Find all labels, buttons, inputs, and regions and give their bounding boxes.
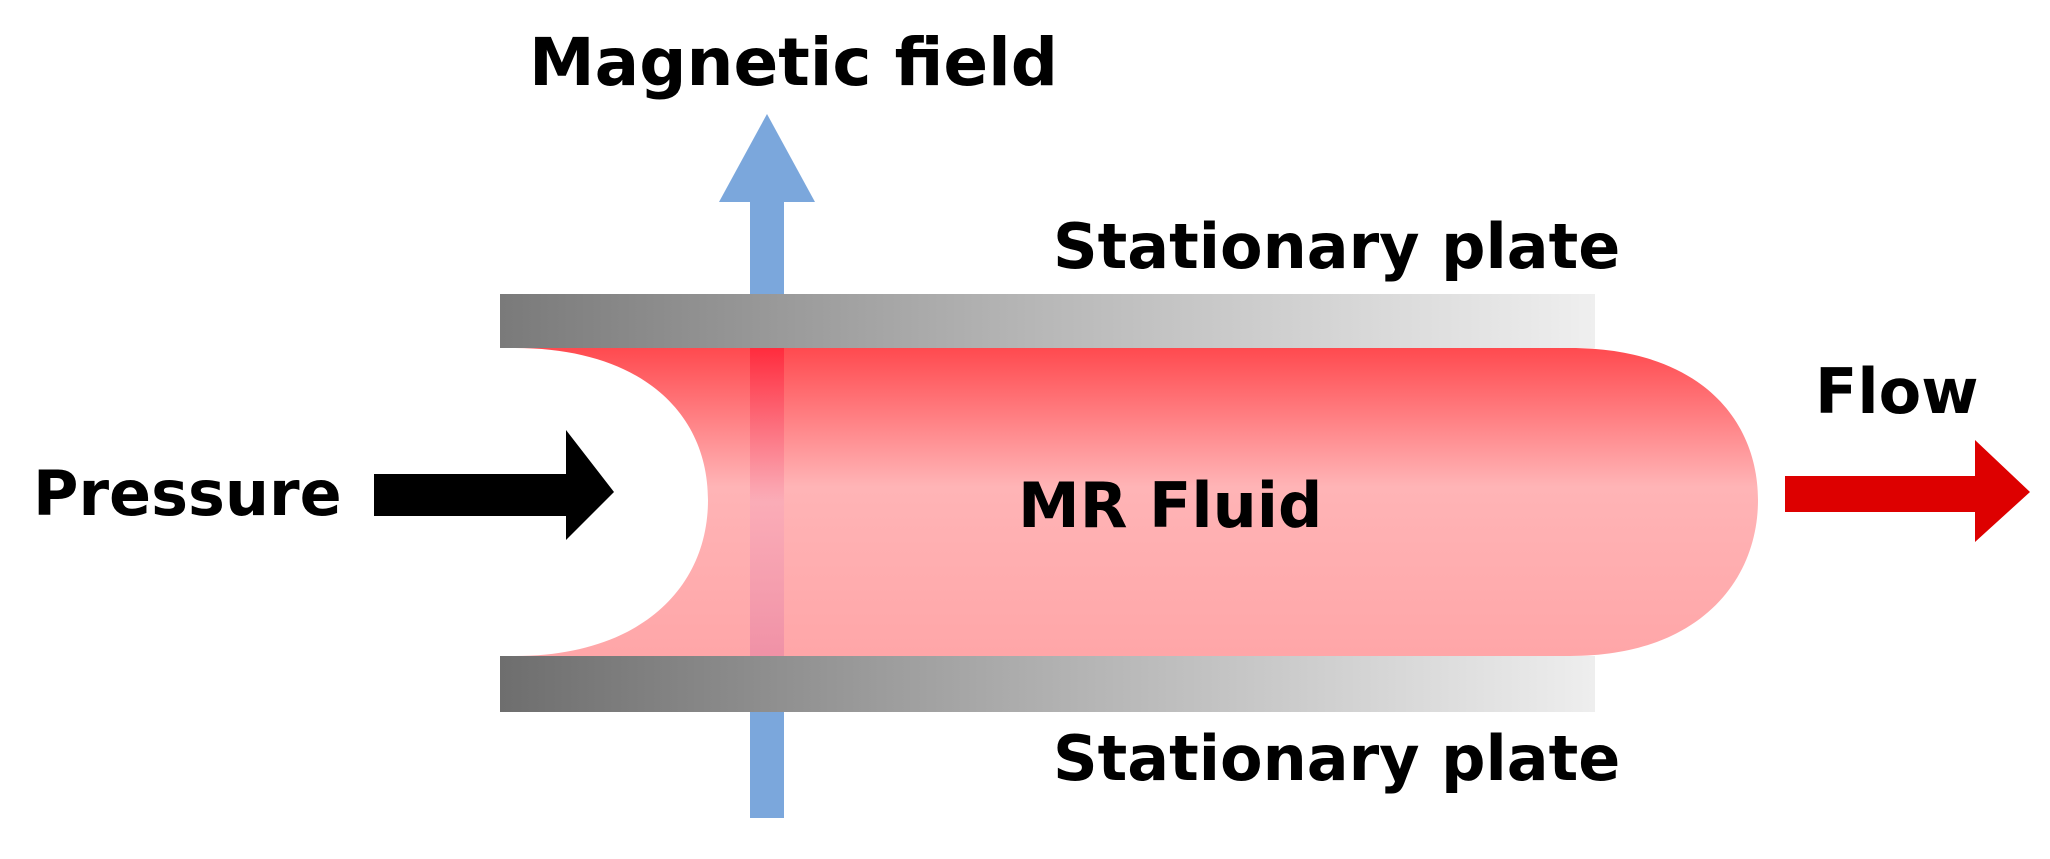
magnetic-field-label: Magnetic field xyxy=(529,24,1058,101)
top-stationary-plate xyxy=(500,294,1595,348)
flow-arrow xyxy=(1785,440,2030,542)
pressure-arrow xyxy=(374,430,614,540)
arrow-up-icon xyxy=(719,114,815,202)
magnetic-field-band xyxy=(750,348,784,656)
mr-fluid-label: MR Fluid xyxy=(1018,469,1322,542)
pressure-label: Pressure xyxy=(33,457,342,530)
bottom-plate-label: Stationary plate xyxy=(1053,722,1620,795)
mr-fluid-body xyxy=(515,348,1758,656)
top-plate-label: Stationary plate xyxy=(1053,210,1620,283)
bottom-stationary-plate xyxy=(500,656,1595,712)
flow-label: Flow xyxy=(1815,355,1978,428)
